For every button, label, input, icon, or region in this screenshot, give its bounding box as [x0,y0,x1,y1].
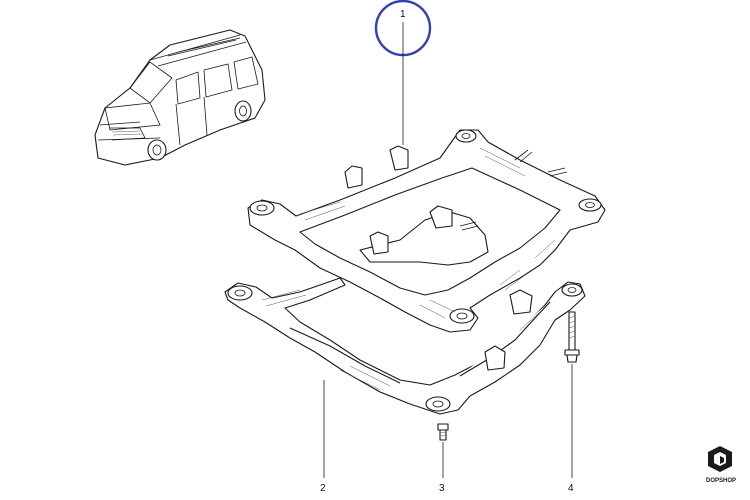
lower-subframe [224,277,586,415]
callout-1: 1 [374,0,432,145]
vehicle-thumbnail [94,29,266,166]
callout-1-label: 1 [400,9,406,20]
upper-subframe [247,129,606,333]
callout-4-label: 4 [568,483,574,494]
callout-4: 4 [568,364,574,494]
callout-3-label: 3 [439,483,445,494]
dopshop-logo: DOPSHOP [706,446,736,484]
bolt-part-4 [564,311,580,363]
screw-part-3 [437,423,449,441]
callout-2-label: 2 [320,483,326,494]
callout-2: 2 [320,380,326,494]
callout-3: 3 [439,442,445,494]
dopshop-logo-text: DOPSHOP [706,478,736,484]
